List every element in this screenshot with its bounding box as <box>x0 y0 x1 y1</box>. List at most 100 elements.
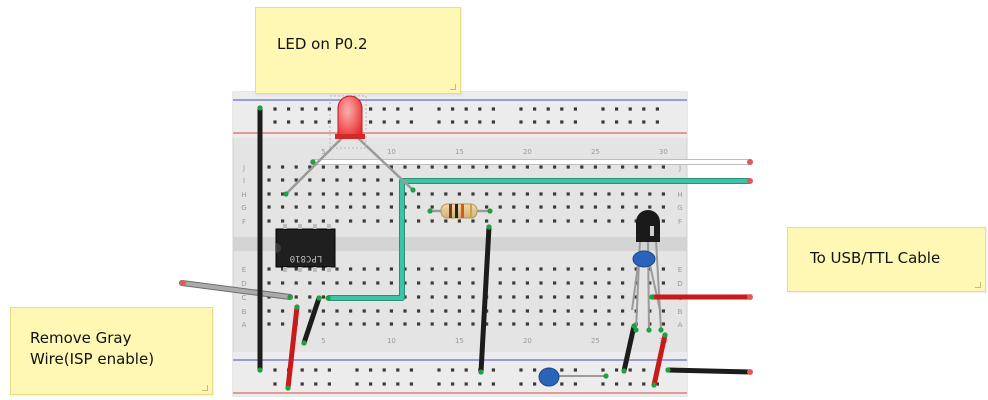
breadboard-hole <box>389 165 393 169</box>
capacitor-top-lead-1 <box>631 264 639 311</box>
breadboard-hole <box>451 107 455 111</box>
breadboard-hole <box>308 309 312 313</box>
breadboard-hole <box>294 165 298 169</box>
breadboard-hole <box>267 178 271 182</box>
breadboard-hole <box>566 192 570 196</box>
breadboard-hole <box>417 267 421 271</box>
breadboard-hole <box>444 309 448 313</box>
note-remove-gray-wire: Remove Gray Wire(ISP enable) <box>10 307 213 395</box>
breadboard-hole <box>349 322 353 326</box>
breadboard-hole <box>512 219 516 223</box>
breadboard-hole <box>478 382 482 386</box>
column-number: 30 <box>659 148 668 156</box>
breadboard-hole <box>471 295 475 299</box>
breadboard-hole <box>294 267 298 271</box>
breadboard-hole <box>593 309 597 313</box>
wire-end-dots <box>257 105 671 391</box>
breadboard-hole <box>566 267 570 271</box>
breadboard-hole <box>533 120 537 124</box>
breadboard-hole <box>580 281 584 285</box>
breadboard-hole <box>314 107 318 111</box>
breadboard-hole <box>321 165 325 169</box>
row-letter: E <box>678 266 682 274</box>
breadboard-hole <box>580 295 584 299</box>
breadboard-hole <box>369 107 373 111</box>
breadboard-hole <box>308 267 312 271</box>
row-letter: H <box>241 191 246 199</box>
note-led: LED on P0.2 <box>255 7 461 94</box>
breadboard-hole <box>308 219 312 223</box>
breadboard-hole <box>539 219 543 223</box>
row-letter: C <box>242 294 247 302</box>
row-letter: E <box>242 266 246 274</box>
breadboard-hole <box>648 165 652 169</box>
breadboard-hole <box>607 322 611 326</box>
breadboard-hole <box>485 205 489 209</box>
breadboard-hole <box>566 205 570 209</box>
breadboard-hole <box>389 322 393 326</box>
breadboard-hole <box>327 382 331 386</box>
breadboard-hole <box>648 205 652 209</box>
breadboard-hole <box>369 120 373 124</box>
breadboard-hole <box>457 322 461 326</box>
black-wire-chip <box>301 295 322 346</box>
breadboard-hole <box>464 368 468 372</box>
breadboard-hole <box>335 219 339 223</box>
breadboard-hole <box>335 281 339 285</box>
breadboard-hole <box>403 165 407 169</box>
breadboard-hole <box>457 309 461 313</box>
breadboard-hole <box>335 322 339 326</box>
breadboard-hole <box>621 281 625 285</box>
row-letter: G <box>241 204 246 212</box>
breadboard-hole <box>525 281 529 285</box>
breadboard-hole <box>430 165 434 169</box>
breadboard-hole <box>335 309 339 313</box>
column-number: 10 <box>387 337 396 345</box>
breadboard-hole <box>621 219 625 223</box>
breadboard-hole <box>512 165 516 169</box>
breadboard-hole <box>601 120 605 124</box>
breadboard-hole <box>273 382 277 386</box>
breadboard-hole <box>601 382 605 386</box>
breadboard-hole <box>267 192 271 196</box>
row-letter: F <box>242 218 246 226</box>
breadboard-hole <box>396 120 400 124</box>
breadboard-hole <box>593 322 597 326</box>
note-corner <box>450 84 456 90</box>
breadboard-hole <box>281 192 285 196</box>
column-number: 5 <box>321 337 325 345</box>
breadboard-hole <box>560 382 564 386</box>
breadboard-hole <box>634 165 638 169</box>
breadboard-hole <box>471 192 475 196</box>
breadboard-hole <box>444 165 448 169</box>
breadboard-hole <box>376 219 380 223</box>
breadboard-hole <box>444 219 448 223</box>
breadboard-hole <box>396 368 400 372</box>
breadboard-hole <box>396 382 400 386</box>
breadboard-hole <box>661 281 665 285</box>
breadboard-hole <box>294 219 298 223</box>
transistor-mark <box>650 226 654 236</box>
breadboard-hole <box>566 281 570 285</box>
breadboard-hole <box>321 295 325 299</box>
breadboard-hole <box>553 165 557 169</box>
breadboard-hole <box>281 178 285 182</box>
breadboard-hole <box>593 267 597 271</box>
breadboard-hole <box>430 309 434 313</box>
breadboard-hole <box>417 219 421 223</box>
row-letter: H <box>677 191 682 199</box>
breadboard-hole <box>621 192 625 196</box>
breadboard-hole <box>525 192 529 196</box>
breadboard-hole <box>267 309 271 313</box>
breadboard-hole <box>294 205 298 209</box>
center-channel <box>233 237 687 251</box>
breadboard-hole <box>655 382 659 386</box>
breadboard-hole <box>362 281 366 285</box>
breadboard-hole <box>471 267 475 271</box>
breadboard-hole <box>451 120 455 124</box>
breadboard-hole <box>553 309 557 313</box>
breadboard-hole <box>355 382 359 386</box>
breadboard-hole <box>485 165 489 169</box>
breadboard-hole <box>615 382 619 386</box>
breadboard-hole <box>403 309 407 313</box>
